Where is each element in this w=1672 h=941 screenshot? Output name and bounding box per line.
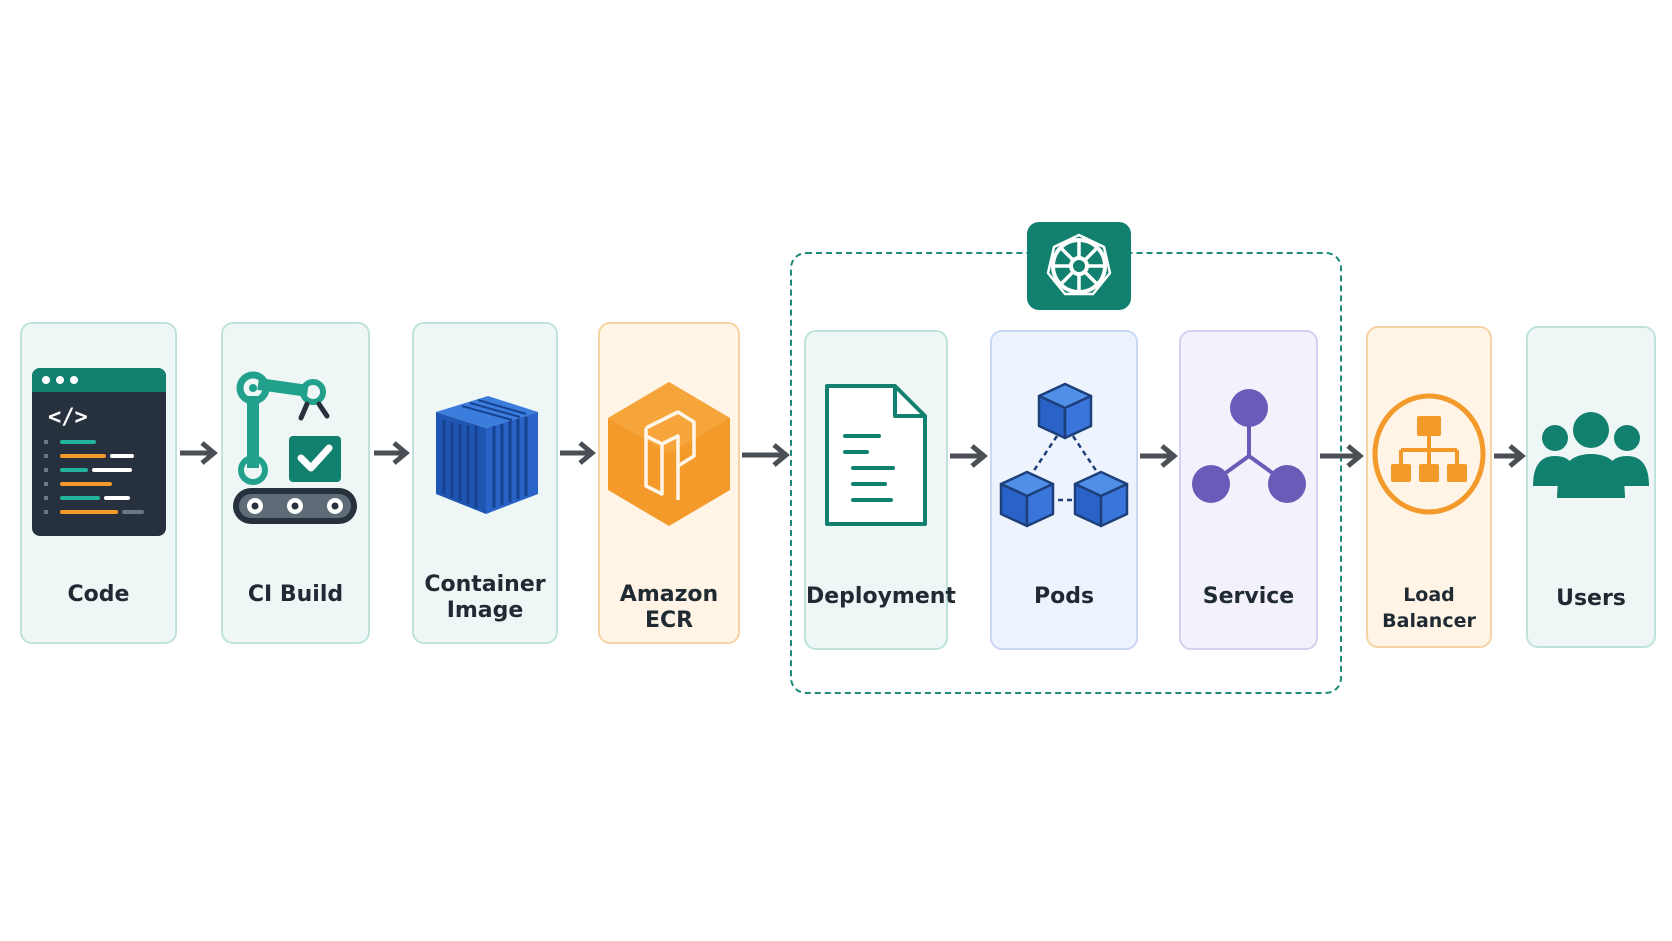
users-group-icon	[1533, 412, 1649, 498]
stage-deployment: Deployment	[804, 330, 956, 650]
service-nodes-icon	[1191, 389, 1306, 503]
arrow-ci-to-image	[374, 441, 410, 465]
stage-amazon-ecr: Amazon ECR	[598, 322, 740, 644]
stage-code: </> Code	[20, 322, 177, 644]
code-window-icon: </>	[31, 368, 166, 536]
stage-pods: Pods	[990, 330, 1138, 650]
arrow-lb-to-users	[1494, 444, 1526, 468]
stage-label: CI Build	[247, 582, 344, 607]
stage-label: Amazon ECR	[619, 582, 719, 633]
stage-label: Users	[1556, 586, 1626, 611]
svg-text:</>: </>	[48, 405, 88, 430]
arrow-code-to-ci	[180, 441, 218, 465]
shipping-container-icon	[436, 396, 538, 514]
arrow-ecr-to-deployment	[742, 443, 790, 467]
stage-load-balancer: Load Balancer	[1366, 326, 1492, 648]
arrow-deployment-to-pods	[950, 444, 988, 468]
stage-label: Load Balancer	[1382, 584, 1476, 632]
ecr-hexagon-icon	[608, 382, 730, 526]
stage-label: Container Image	[424, 572, 546, 623]
document-icon	[825, 384, 927, 526]
pod-cubes-icon	[999, 382, 1129, 528]
stage-label: Pods	[1033, 584, 1095, 609]
arrow-service-to-lb	[1320, 444, 1364, 468]
robot-arm-conveyor-icon	[232, 371, 357, 524]
kubernetes-helm-icon	[1046, 233, 1112, 296]
stage-container-image: Container Image	[412, 322, 558, 644]
arrow-pods-to-service	[1140, 444, 1178, 468]
stage-ci-build: CI Build	[221, 322, 370, 644]
stage-label: Deployment	[806, 584, 956, 609]
kubernetes-badge	[1027, 222, 1131, 310]
load-balancer-icon	[1372, 393, 1486, 515]
stage-service: Service	[1179, 330, 1318, 650]
arrow-image-to-ecr	[560, 441, 596, 465]
stage-label: Code	[67, 582, 130, 607]
stage-users: Users	[1526, 326, 1656, 648]
stage-label: Service	[1202, 584, 1295, 609]
